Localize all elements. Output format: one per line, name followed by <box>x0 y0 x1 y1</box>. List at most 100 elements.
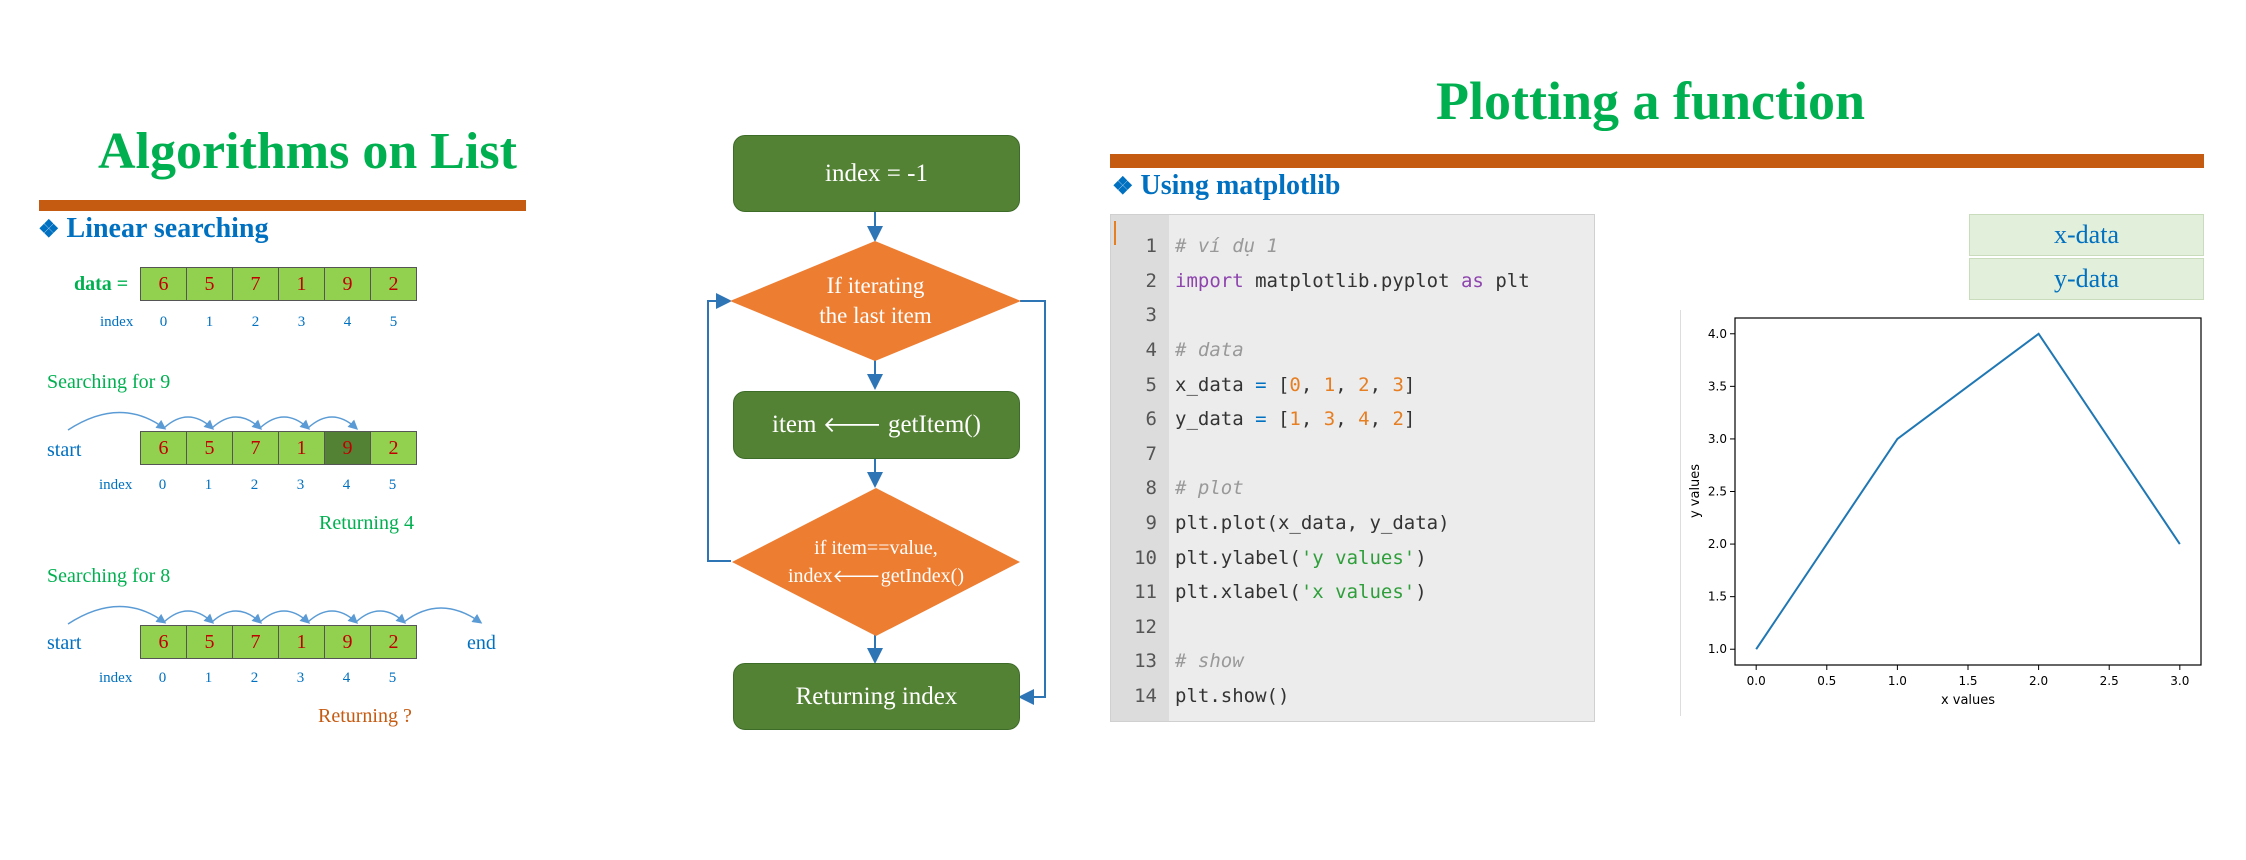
search1-arc-1 <box>163 416 215 430</box>
flow-box-getitem: item 🡐 getItem() <box>733 391 1020 459</box>
bullet-icon: ❖ <box>38 217 60 243</box>
search1-arc-3 <box>259 416 311 430</box>
array-cell: 9 <box>324 431 371 465</box>
code-number: 0 <box>1289 373 1301 396</box>
code-string: 'y values' <box>1300 546 1416 569</box>
search1-arcs <box>67 411 359 431</box>
array-cell: 1 <box>278 267 325 301</box>
legend-x-data: x-data <box>1969 214 2204 256</box>
index-value: 1 <box>204 670 213 686</box>
code-text: plt.ylabel( <box>1175 546 1301 569</box>
array-cell: 2 <box>370 431 417 465</box>
left-arrow-icon: 🡐 <box>822 413 882 438</box>
index-value: 0 <box>159 314 168 330</box>
search2-arcs <box>67 605 483 625</box>
diamond2-line2-post: getIndex() <box>880 564 964 587</box>
line-number: 7 <box>1145 442 1157 465</box>
code-number: 3 <box>1323 408 1336 431</box>
diamond2-line2-pre: index <box>787 564 833 587</box>
code-text: ] <box>1403 408 1416 431</box>
code-line-7: 7 <box>1111 437 1594 472</box>
code-text: plt.show() <box>1175 685 1290 708</box>
code-line-14: 14 plt.show() <box>1111 679 1594 714</box>
line-number: 10 <box>1134 546 1157 569</box>
array-cell: 1 <box>278 431 325 465</box>
search1-arc-start <box>67 411 167 431</box>
line-number: 1 <box>1145 235 1157 258</box>
code-text: ] <box>1403 373 1416 396</box>
data-label: data = <box>74 273 129 295</box>
code-number: 4 <box>1358 408 1370 431</box>
code-string: 'x values' <box>1300 581 1416 604</box>
code-text: [ <box>1266 408 1290 431</box>
array-cell: 7 <box>232 431 279 465</box>
x-tick-label: 0.5 <box>1817 674 1836 688</box>
index-value: 5 <box>389 314 398 330</box>
line-number: 8 <box>1145 477 1157 500</box>
search1-start: start <box>47 439 82 461</box>
line-number: 6 <box>1145 408 1157 431</box>
x-tick-label: 2.5 <box>2100 674 2119 688</box>
y-axis-label: y values <box>1688 464 1703 518</box>
code-line-12: 12 <box>1111 610 1594 645</box>
search2-arc-5 <box>355 610 407 624</box>
index-value: 4 <box>342 477 351 493</box>
index-value: 5 <box>388 477 397 493</box>
line-number: 14 <box>1134 685 1157 708</box>
index-value: 2 <box>250 477 259 493</box>
code-number: 1 <box>1323 373 1336 396</box>
code-comment: # show <box>1175 650 1244 673</box>
right-title-underline <box>1110 154 2204 168</box>
array-cell: 9 <box>324 267 371 301</box>
arrow-exit <box>1018 300 1046 705</box>
code-number: 2 <box>1358 373 1370 396</box>
line-number: 13 <box>1134 650 1157 673</box>
code-text: ) <box>1415 581 1427 604</box>
array-cell: 2 <box>370 625 417 659</box>
code-text: , <box>1335 408 1359 431</box>
code-operator: = <box>1255 408 1267 431</box>
code-comment: # plot <box>1175 477 1244 500</box>
code-line-1: 1 # ví dụ 1 <box>1111 229 1594 264</box>
x-axis-label: x values <box>1941 693 1995 708</box>
search2-arc-start <box>67 605 167 625</box>
right-title: Plotting a function <box>1436 71 1866 131</box>
code-text: , <box>1300 408 1324 431</box>
code-text: matplotlib.pyplot <box>1243 269 1461 292</box>
code-text: plt.xlabel( <box>1175 581 1301 604</box>
code-operator: = <box>1255 373 1267 396</box>
y-tick-label: 3.0 <box>1708 432 1727 446</box>
code-line-10: 10 plt.ylabel('y values') <box>1111 540 1594 575</box>
code-text: ) <box>1415 546 1427 569</box>
code-keyword: as <box>1460 269 1484 292</box>
box2-pre: item <box>772 411 817 438</box>
line-number: 12 <box>1134 615 1157 638</box>
flow-diamond-compare <box>732 488 1020 636</box>
array-cell: 5 <box>186 625 233 659</box>
line-number: 2 <box>1145 269 1157 292</box>
line-number: 4 <box>1145 339 1157 362</box>
y-axis-ticks: 1.01.52.02.53.03.54.0 <box>1708 327 1735 656</box>
code-comment: # data <box>1175 339 1244 362</box>
line-number: 3 <box>1145 304 1157 327</box>
search1-arc-4 <box>307 416 359 430</box>
code-comment: # ví dụ 1 <box>1175 235 1278 258</box>
search2-arc-4 <box>307 610 359 624</box>
code-number: 2 <box>1392 408 1404 431</box>
search2-label: Searching for 8 <box>47 565 171 587</box>
index-value: 3 <box>296 670 305 686</box>
search2-start: start <box>47 632 82 654</box>
line-number: 9 <box>1145 512 1157 535</box>
code-text: , <box>1300 373 1324 396</box>
x-tick-label: 1.5 <box>1958 674 1977 688</box>
y-tick-label: 4.0 <box>1708 327 1727 341</box>
index-value: 1 <box>204 477 213 493</box>
code-line-3: 3 <box>1111 298 1594 333</box>
